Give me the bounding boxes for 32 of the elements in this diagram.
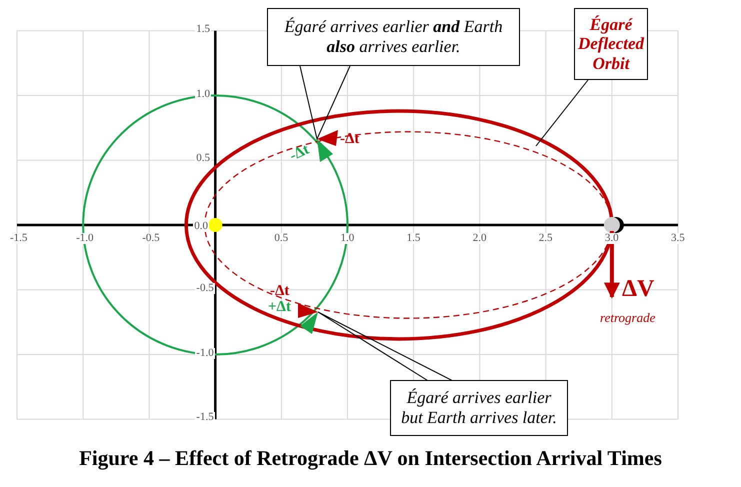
maneuver-label: retrograde	[600, 311, 656, 324]
tick-label: 0.0	[193, 221, 210, 232]
figure-caption: Figure 4 – Effect of Retrograde ΔV on Intersection Arrival Times	[78, 448, 663, 469]
tick-label: -0.5	[141, 233, 161, 244]
callout-box	[267, 8, 520, 66]
tick-label: -1.0	[75, 233, 95, 244]
tick-label: 3.5	[670, 233, 686, 244]
tick-label: 0.5	[195, 153, 212, 164]
time-shift-label: -Δt	[270, 284, 290, 299]
tick-label: -1.5	[9, 233, 28, 244]
time-shift-label: +Δt	[268, 300, 291, 315]
callout-text: Égaré Deflected Orbit	[578, 14, 644, 74]
tick-label: 3.0	[604, 233, 620, 244]
callout-box	[390, 380, 568, 436]
tick-label: -1.0	[195, 348, 215, 358]
leader-line	[300, 66, 350, 141]
delta-v-label: ΔV	[622, 277, 654, 301]
callout-box	[574, 8, 648, 80]
callout-text: Égaré arrives earlier and Earth also arrives earlier.	[283, 17, 504, 57]
tick-label: -1.5	[195, 412, 215, 424]
tick-label: 1.5	[195, 24, 212, 35]
tick-label: 1.0	[340, 233, 356, 244]
tick-label: 2.5	[538, 233, 554, 244]
tick-label: 1.5	[406, 233, 422, 244]
time-shift-label: -Δt	[340, 132, 360, 147]
callout-text: Égaré arrives earlier but Earth arrives later.	[400, 388, 558, 428]
tick-label: 2.0	[472, 233, 488, 244]
time-shift-label: -Δt	[288, 142, 312, 164]
tick-label: 0.5	[273, 233, 290, 244]
tick-label: -0.5	[195, 282, 215, 294]
tick-label: 1.0	[195, 88, 212, 100]
leader-line	[536, 80, 588, 146]
